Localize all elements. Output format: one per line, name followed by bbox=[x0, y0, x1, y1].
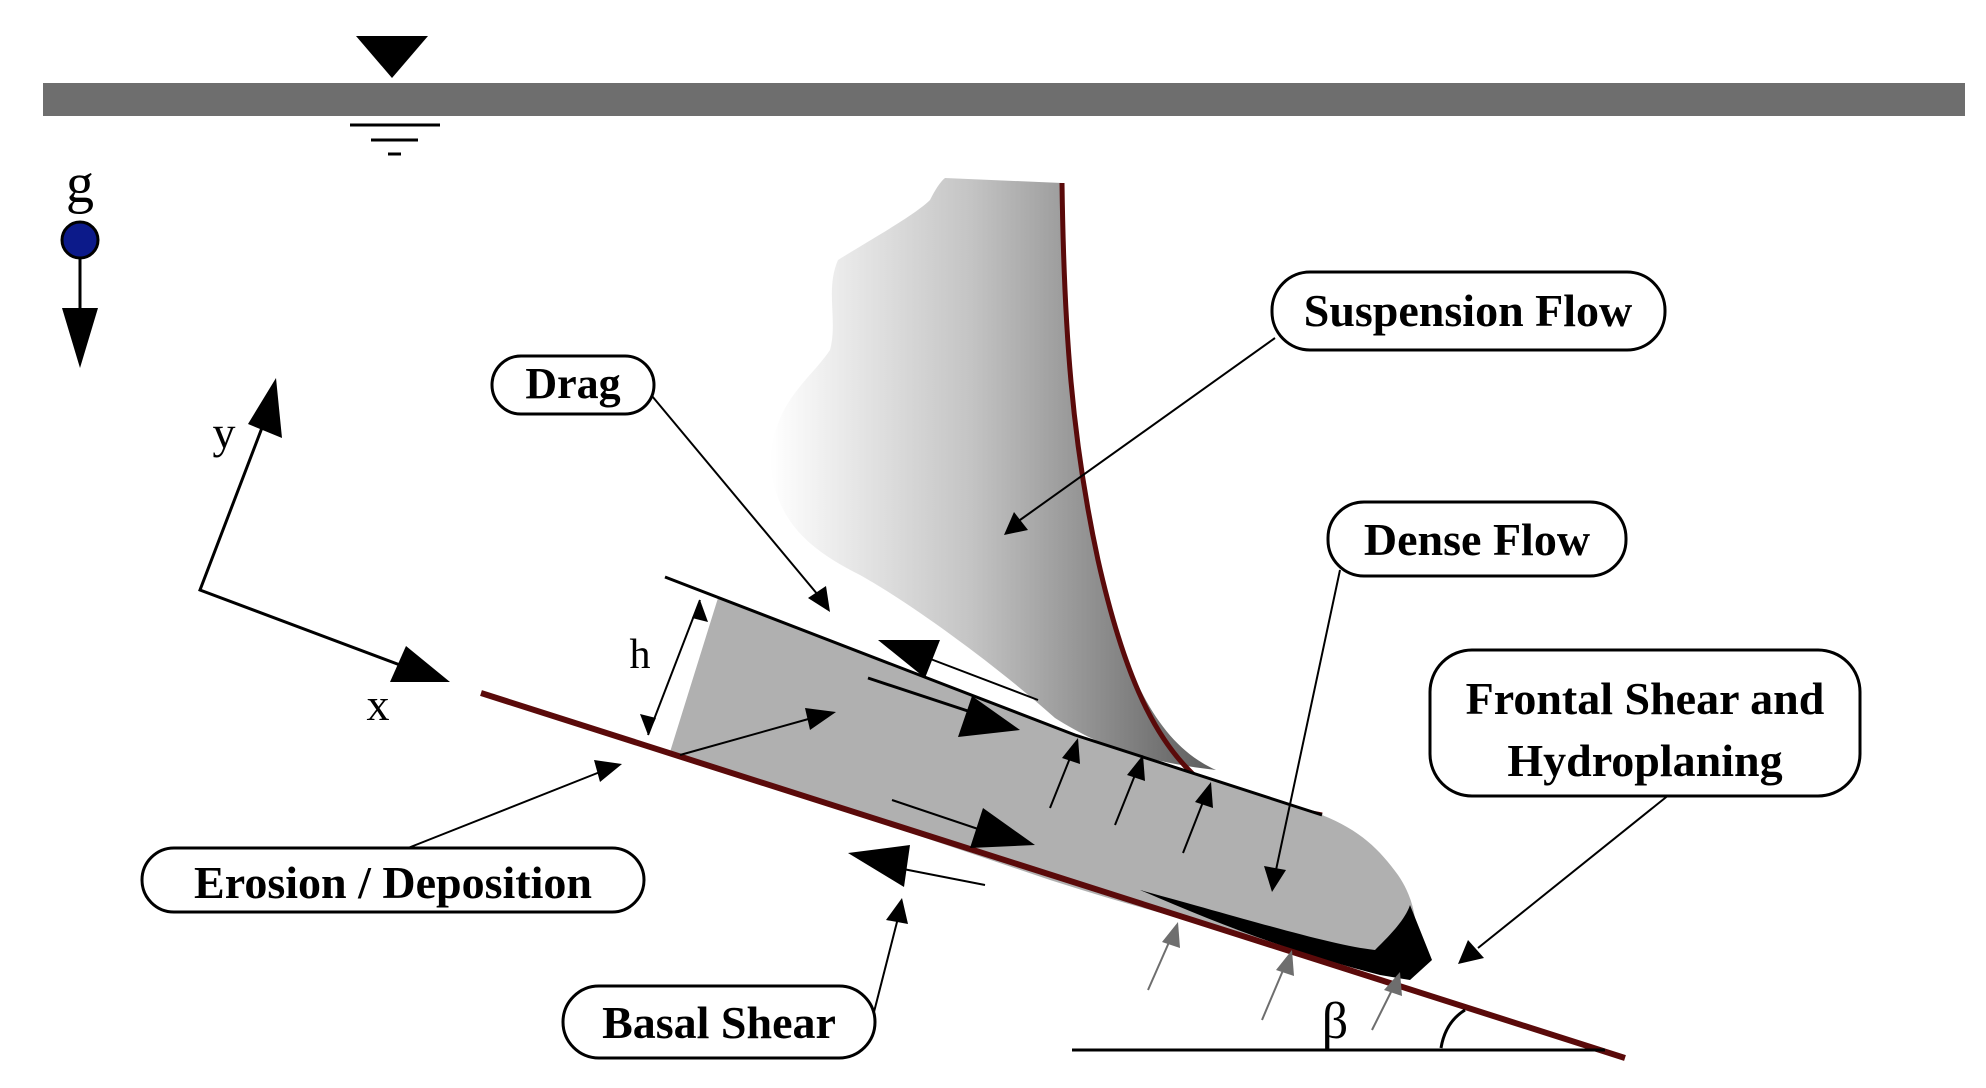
basal-shear-text: Basal Shear bbox=[602, 997, 836, 1048]
gravity-label: g bbox=[66, 153, 94, 215]
y-axis-label: y bbox=[213, 407, 236, 458]
interface-arrow-3-head bbox=[1195, 782, 1213, 808]
bed-arrow-2-head bbox=[1276, 950, 1294, 976]
frontal-wedge bbox=[1140, 890, 1432, 980]
x-axis-arrow-head bbox=[390, 646, 450, 682]
bed-arrow-3-shaft bbox=[1371, 989, 1393, 1031]
bed-line bbox=[480, 690, 1626, 1061]
bed-arrow-1-head bbox=[1162, 922, 1180, 948]
height-dimension-line bbox=[647, 599, 701, 736]
height-arrow-head-top bbox=[692, 600, 708, 622]
upper-velocity-shaft bbox=[867, 676, 981, 717]
slope-angle-label: β bbox=[1322, 993, 1348, 1050]
erosion-deposition-text: Erosion / Deposition bbox=[194, 857, 592, 908]
water-surface-bar bbox=[43, 83, 1965, 116]
coordinate-axes: y x bbox=[198, 378, 450, 730]
axes-lines bbox=[198, 411, 401, 667]
label-basal-shear: Basal Shear bbox=[561, 984, 877, 1060]
suspension-cloud-shape bbox=[770, 178, 1216, 770]
gravity-arrow-head bbox=[62, 308, 98, 368]
interface-arrow-2-head bbox=[1127, 755, 1145, 781]
drag-leader-head bbox=[808, 586, 830, 612]
basal-shear-shaft bbox=[897, 867, 986, 886]
leader-arrows bbox=[407, 337, 1671, 1013]
label-drag: Drag bbox=[490, 354, 656, 416]
water-surface bbox=[43, 36, 1965, 156]
suspension-flow-boundary bbox=[1059, 182, 1323, 818]
y-axis-arrow-head bbox=[248, 378, 282, 438]
dense-leader-line bbox=[1275, 569, 1341, 871]
interface-arrow-2-shaft bbox=[1114, 774, 1136, 826]
label-frontal-shear: Frontal Shear and Hydroplaning bbox=[1428, 648, 1862, 798]
sloping-bed: β bbox=[480, 690, 1626, 1061]
suspension-cloud bbox=[770, 178, 1323, 818]
flow-force-arrows bbox=[679, 640, 1402, 1031]
bed-arrow-1-shaft bbox=[1147, 939, 1171, 991]
dense-flow-top-edge bbox=[664, 575, 1323, 817]
gravity-dot bbox=[60, 220, 100, 260]
drag-arrow-head bbox=[878, 640, 940, 678]
drag-box bbox=[490, 354, 656, 416]
frontal-shear-box bbox=[1428, 648, 1862, 798]
basal-shear-head bbox=[848, 845, 910, 887]
suspension-flow-box bbox=[1270, 270, 1667, 352]
label-suspension-flow: Suspension Flow bbox=[1270, 270, 1667, 352]
dense-flow bbox=[664, 575, 1432, 980]
drag-arrow-shaft bbox=[919, 654, 1039, 701]
basal-shear-box bbox=[561, 984, 877, 1060]
drag-leader-line bbox=[651, 395, 819, 596]
lower-velocity-head bbox=[970, 808, 1035, 848]
dense-flow-box bbox=[1326, 500, 1628, 578]
suspension-flow-text: Suspension Flow bbox=[1304, 285, 1633, 336]
x-axis-label: x bbox=[367, 679, 390, 730]
height-arrow-head-bottom bbox=[640, 714, 656, 735]
water-level-triangle bbox=[356, 36, 428, 78]
basal-leader-head bbox=[886, 898, 908, 924]
frontal-leader-head bbox=[1458, 940, 1484, 964]
lower-velocity-shaft bbox=[891, 799, 991, 834]
frontal-leader-line bbox=[1477, 793, 1671, 949]
upper-velocity-head bbox=[958, 696, 1020, 737]
entrainment-shaft bbox=[679, 717, 813, 756]
interface-arrow-1-shaft bbox=[1049, 757, 1071, 809]
erosion-deposition-box bbox=[140, 846, 646, 914]
basal-leader-line bbox=[873, 917, 899, 1013]
entrainment-head bbox=[805, 708, 836, 730]
suspension-leader-line bbox=[1019, 337, 1276, 521]
dense-flow-text: Dense Flow bbox=[1364, 514, 1590, 565]
frontal-shear-text-1: Frontal Shear and bbox=[1466, 673, 1825, 724]
dense-flow-body bbox=[670, 598, 1417, 975]
drag-text: Drag bbox=[525, 359, 620, 408]
frontal-shear-text-2: Hydroplaning bbox=[1507, 735, 1782, 786]
height-label: h bbox=[630, 632, 651, 678]
height-dimension: h bbox=[630, 599, 708, 736]
label-erosion-deposition: Erosion / Deposition bbox=[140, 846, 646, 914]
erosion-leader-head bbox=[594, 760, 622, 782]
bed-arrow-3-head bbox=[1384, 972, 1402, 996]
suspension-leader-head bbox=[1004, 512, 1028, 535]
slope-angle-arc bbox=[1439, 1008, 1466, 1049]
bed-arrow-2-shaft bbox=[1261, 967, 1285, 1021]
label-dense-flow: Dense Flow bbox=[1326, 500, 1628, 578]
gravity-indicator: g bbox=[60, 153, 100, 368]
dense-leader-head bbox=[1264, 866, 1286, 892]
interface-arrow-3-shaft bbox=[1182, 801, 1204, 854]
erosion-leader-line bbox=[407, 771, 601, 849]
interface-arrow-1-head bbox=[1062, 738, 1080, 764]
